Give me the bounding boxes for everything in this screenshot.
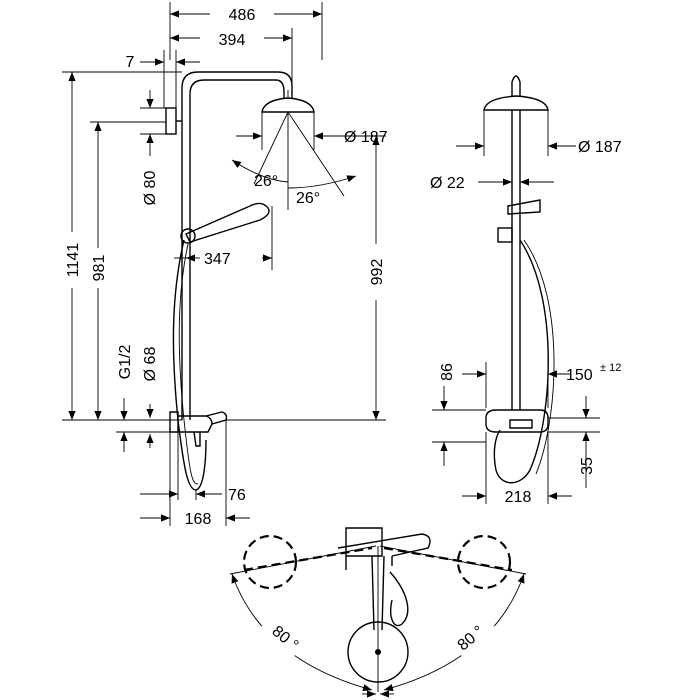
- swivel-right-circle: [456, 534, 512, 590]
- dim-168: 168: [185, 511, 212, 528]
- dim-dia-80: Ø 80: [142, 171, 159, 206]
- angle-26-left: 26°: [254, 173, 278, 190]
- mixer-top: [337, 527, 431, 557]
- angle-26-right: 26°: [296, 190, 320, 207]
- side-view: 486 394 7 1141 981 Ø 80 Ø 187: [62, 2, 388, 528]
- dim-dia-22: Ø 22: [430, 175, 465, 192]
- hose: [172, 239, 207, 491]
- hand-shower: [185, 202, 270, 243]
- dim-347: 347: [204, 251, 231, 268]
- swivel-left-circle: [242, 534, 298, 590]
- dim-992: 992: [369, 259, 386, 286]
- slider: [180, 228, 196, 244]
- dim-86: 86: [439, 363, 456, 381]
- spout-top: [371, 555, 385, 631]
- dim-150-tolerance: ± 12: [600, 362, 621, 374]
- overhead-shower-front: [483, 95, 549, 111]
- front-view: Ø 187 Ø 22 86 150 ± 12 35 218: [430, 75, 622, 506]
- hose-front: [493, 239, 549, 484]
- hand-shower-front: [507, 199, 541, 215]
- riser-pipe: [181, 71, 293, 420]
- dim-1141: 1141: [65, 243, 82, 278]
- dim-dia-187-left: Ø 187: [344, 129, 388, 146]
- dim-150: 150: [566, 367, 593, 384]
- dim-dia-187-right: Ø 187: [578, 139, 622, 156]
- mixer-front: [485, 409, 549, 433]
- overhead-shower: [261, 97, 315, 113]
- mixer-valve: [169, 411, 228, 433]
- dim-35: 35: [579, 457, 596, 475]
- dim-g12: G1/2: [117, 345, 134, 380]
- dim-486: 486: [229, 7, 256, 24]
- dim-218: 218: [505, 489, 532, 506]
- dim-7: 7: [126, 54, 135, 71]
- dim-981: 981: [91, 255, 108, 282]
- dim-dia-68: Ø 68: [142, 347, 159, 382]
- dim-76: 76: [228, 487, 246, 504]
- wall-bracket: [165, 107, 177, 135]
- top-view: 80 ° 80 °: [229, 527, 527, 698]
- dim-394: 394: [219, 32, 246, 49]
